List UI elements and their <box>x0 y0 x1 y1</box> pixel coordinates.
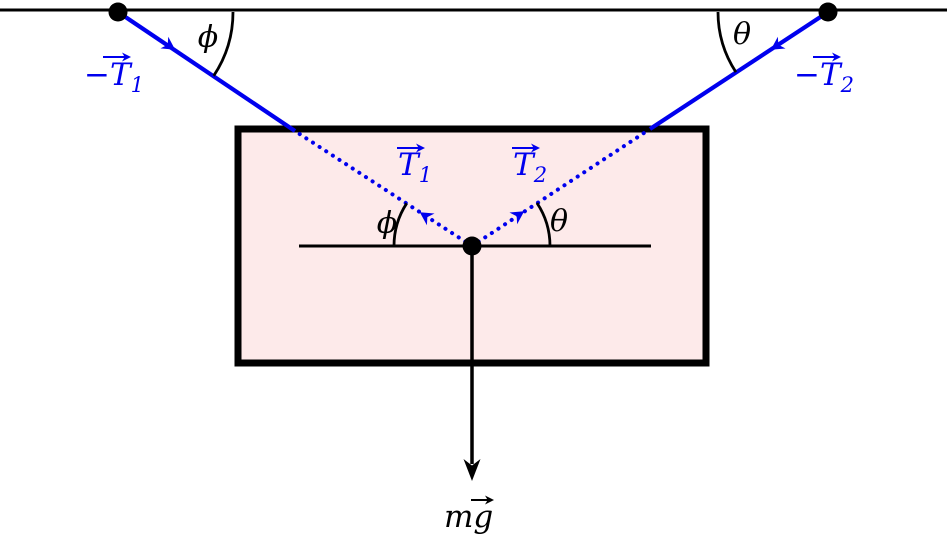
label-phi-block: ϕ <box>377 206 397 241</box>
mass-symbol: m <box>444 499 473 535</box>
neg-tension2-arrowhead <box>770 36 786 50</box>
rope-left <box>116 10 297 133</box>
tension-subscript: 2 <box>840 73 854 97</box>
label-neg-tension1: −T1 <box>84 52 144 97</box>
vector-overbar-arrowhead <box>531 143 540 153</box>
right-anchor-dot <box>818 2 838 22</box>
tension-subscript: 1 <box>419 163 432 187</box>
angle-arc-theta-block <box>535 202 552 247</box>
label-theta-block: θ <box>550 204 568 239</box>
svg-text:T2: T2 <box>513 147 547 187</box>
vector-overbar-arrowhead <box>416 143 425 153</box>
label-tension2: T2 <box>512 143 547 187</box>
minus-sign: − <box>794 57 820 93</box>
center-dot <box>462 236 482 256</box>
tension-symbol: T <box>398 147 421 183</box>
left-anchor-dot <box>108 2 128 22</box>
vector-overbar-arrowhead <box>832 52 841 62</box>
svg-text:T1: T1 <box>398 147 432 187</box>
angle-arc-phi-ceiling <box>212 11 235 77</box>
vector-overbar-arrowhead <box>485 495 494 505</box>
tension2-arrowhead <box>509 211 525 225</box>
label-weight: mg <box>444 495 494 535</box>
neg-tension1-arrowhead <box>160 36 176 50</box>
angle-arc-theta-ceiling <box>716 11 738 73</box>
tension-symbol: T <box>513 147 536 183</box>
label-neg-tension2: −T2 <box>794 52 854 97</box>
minus-sign: − <box>84 57 110 93</box>
svg-text:−T1: −T1 <box>84 57 144 97</box>
tension1-arrowhead <box>419 212 435 226</box>
label-phi-ceiling: ϕ <box>198 20 218 55</box>
rope-right <box>648 10 830 131</box>
gravity-symbol: g <box>473 499 493 535</box>
tension-symbol: T <box>110 57 133 93</box>
label-tension1: T1 <box>397 143 432 187</box>
tension-subscript: 2 <box>533 163 547 187</box>
vector-overbar-arrowhead <box>122 52 131 62</box>
svg-text:−T2: −T2 <box>794 57 854 97</box>
label-theta-ceiling: θ <box>733 17 751 52</box>
tension-symbol: T <box>820 57 843 93</box>
weight-arrowhead <box>463 459 481 481</box>
angle-arc-phi-block <box>392 202 408 247</box>
tension1-dotted-line <box>293 129 474 248</box>
svg-text:mg: mg <box>444 499 493 535</box>
tension-subscript: 1 <box>131 73 144 97</box>
